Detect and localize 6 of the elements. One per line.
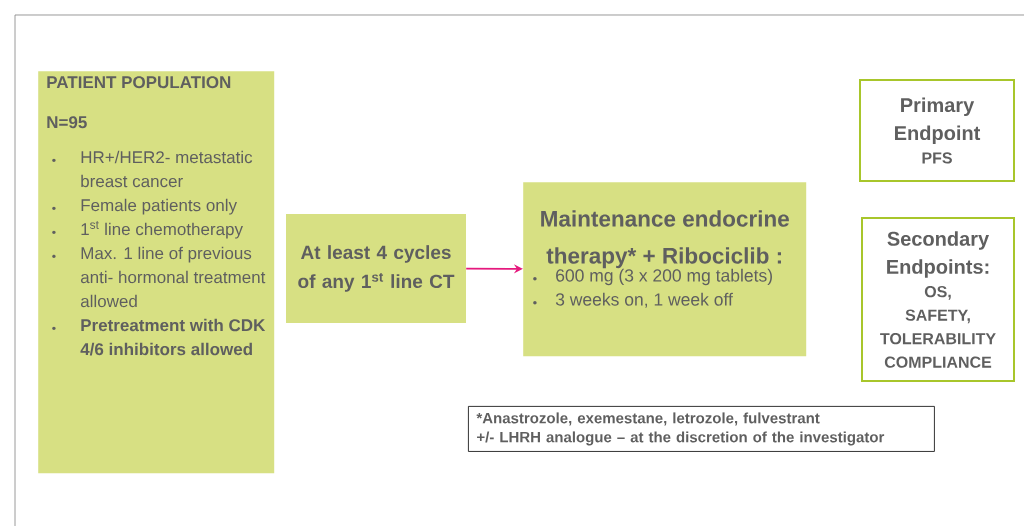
treatment-box: Maintenance endocrine therapy* + Ribociclib : 600 mg (3 x 200 mg tablets) 3 weeks on, 1 week off bbox=[523, 182, 807, 357]
endpoint-box: Secondary Endpoints: OS, SAFETY, TOLERABILITY COMPLIANCE bbox=[861, 217, 1015, 382]
chemotherapy-box: At least 4 cycles of any 1$^{st}$ line CT bbox=[286, 214, 466, 323]
patient-box: PATIENT POPULATION N=95 HR+/HER2- metastatic breast cancer Female patients only 1$^{st}$ line chemotherapy Max. 1 line of previous anti- hormonal treatment allowed Pretreatment with CDK 4/6 inhibitors allowed bbox=[38, 71, 275, 474]
footnote-box: *Anastrozole, exemestane, letrozole, fulvestrant +/- LHRH analogue – at the discretion of the investigator bbox=[468, 406, 935, 452]
endpoint-box: Primary Endpoint PFS bbox=[859, 79, 1015, 182]
